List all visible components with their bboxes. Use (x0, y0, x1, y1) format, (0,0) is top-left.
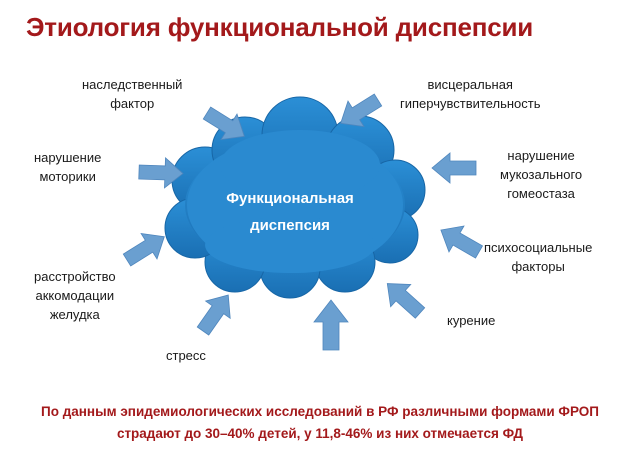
slide-title: Этиология функциональной диспепсии (26, 12, 534, 42)
factor-smoking: курение (447, 311, 495, 330)
arrow-mucosal (431, 152, 477, 184)
factor-accommodation-line3: желудка (49, 307, 100, 322)
factor-psychosocial-line2: факторы (511, 259, 565, 274)
factor-motility-line2: моторики (39, 169, 96, 184)
factor-accommodation-line1: расстройство (34, 269, 116, 284)
center-label-line2: диспепсия (250, 217, 330, 234)
factor-stress-line1: стресс (166, 348, 206, 363)
factor-mucosal-line3: гомеостаза (507, 186, 575, 201)
factor-accommodation: расстройство аккомодации желудка (34, 267, 116, 324)
factor-psychosocial-line1: психосоциальные (484, 240, 593, 255)
arrow-stress (196, 294, 231, 336)
factor-heredity-line1: наследственный (82, 77, 183, 92)
factor-accommodation-line2: аккомодации (35, 288, 115, 303)
factor-motility-line1: нарушение (34, 150, 102, 165)
factor-visceral: висцеральная гиперчувствительность (400, 75, 540, 113)
arrow-psychosocial (440, 225, 484, 259)
factor-visceral-line1: висцеральная (427, 77, 513, 92)
factor-smoking-line1: курение (447, 313, 496, 328)
factor-mucosal: нарушение мукозального гомеостаза (500, 146, 582, 203)
arrow-bottom (313, 299, 349, 351)
arrow-motility (138, 157, 184, 189)
center-label-line1: Функциональная (226, 190, 354, 207)
factor-psychosocial: психосоциальные факторы (484, 238, 592, 276)
factor-visceral-line2: гиперчувствительность (400, 96, 541, 111)
arrow-smoking (386, 283, 426, 319)
factor-mucosal-line2: мукозального (500, 167, 583, 182)
cloud-fill (187, 130, 403, 273)
factor-mucosal-line1: нарушение (507, 148, 575, 163)
factor-motility: нарушение моторики (34, 148, 101, 186)
footer-line1: По данным эпидемиологических исследовани… (41, 404, 599, 419)
factor-heredity: наследственный фактор (82, 75, 182, 113)
footer-line2: страдают до 30–40% детей, у 11,8-46% из … (116, 426, 524, 441)
arrow-visceral (340, 93, 383, 128)
factor-stress: стресс (166, 346, 206, 365)
arrow-heredity (202, 106, 245, 141)
factor-heredity-line2: фактор (110, 96, 155, 111)
arrow-accommodation (122, 232, 165, 267)
